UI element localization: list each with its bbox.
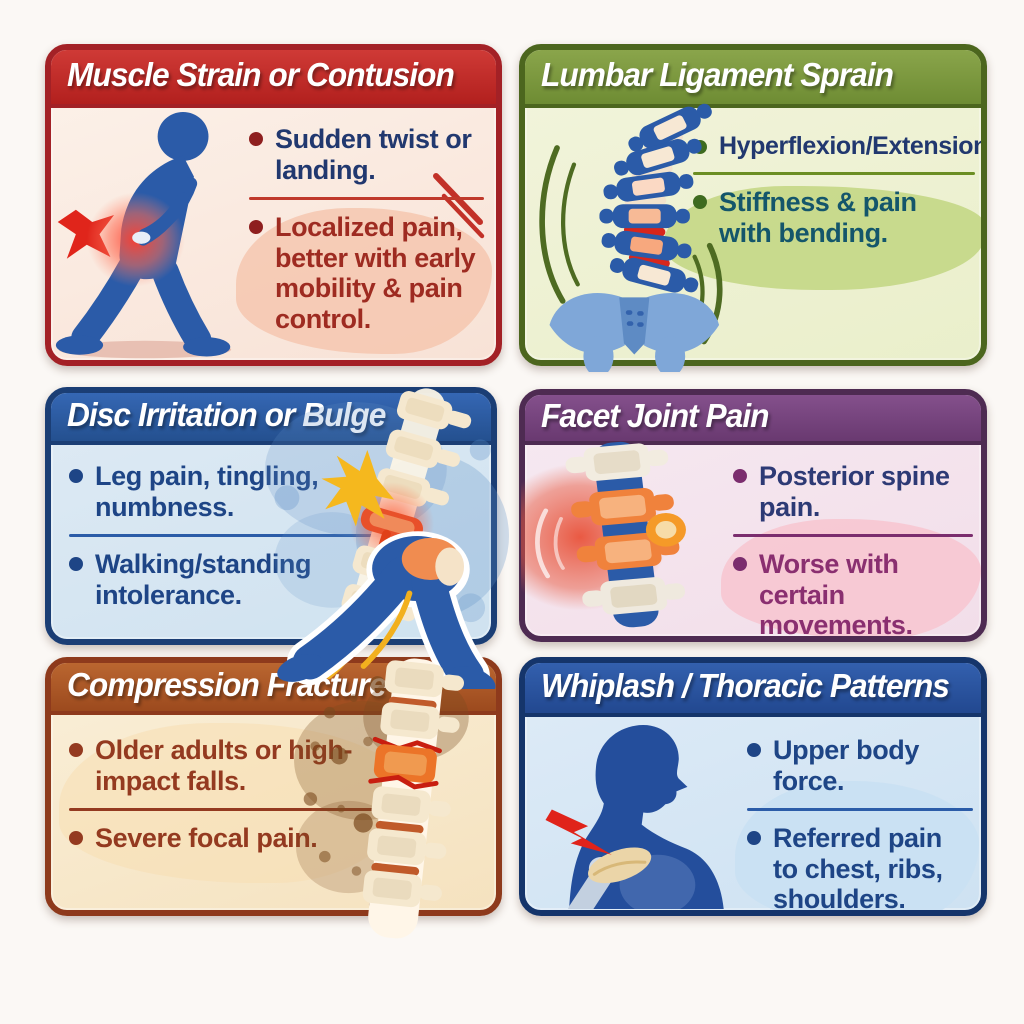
disc-bulge-illustration <box>264 388 509 689</box>
bullet-text: Referred pain to chest, ribs, shoulders. <box>773 823 943 914</box>
bullet-dot-icon <box>69 743 83 757</box>
bullet-list: Posterior spine pain. Worse with certain… <box>733 461 973 640</box>
watercolor-patch <box>59 723 407 883</box>
bullet-text: Leg pain, tingling, numbness. <box>95 461 319 522</box>
panel-title: Lumbar Ligament Sprain <box>541 56 894 93</box>
bullet-dot-icon <box>693 195 707 210</box>
divider <box>249 197 484 200</box>
panel-header: Facet Joint Pain <box>525 395 981 445</box>
divider <box>747 808 973 811</box>
watercolor-patch <box>236 208 492 354</box>
bullet-item: Severe focal pain. <box>69 823 399 854</box>
panel-lumbar-ligament-sprain: Lumbar Ligament Sprain Hyperflexion/Exte… <box>519 44 987 372</box>
bullet-text: Hyperflexion/Extension. <box>719 132 987 160</box>
bullet-dot-icon <box>69 469 83 483</box>
bullet-item: Posterior spine pain. <box>733 461 973 522</box>
bullet-text: Older adults or high-impact falls. <box>95 735 353 796</box>
panel-body: Older adults or high-impact falls. Sever… <box>51 715 496 910</box>
panel-title: Disc Irritation or Bulge <box>67 396 386 433</box>
bullet-item: Worse with certain movements. <box>733 549 973 640</box>
panel-header: Lumbar Ligament Sprain <box>525 50 981 108</box>
panel-header: Muscle Strain or Contusion <box>51 50 496 108</box>
bullet-list: Hyperflexion/Extension. Stiffness & pain… <box>693 132 981 248</box>
compression-fracture-illustration <box>294 658 469 939</box>
panel-whiplash-thoracic-patterns: Whiplash / Thoracic Patterns Upper body … <box>519 657 987 916</box>
panel-facet-joint-pain: Facet Joint Pain Posterior spine pain. W… <box>519 389 987 642</box>
panel-body: Sudden twist or landing. Localized pain,… <box>51 108 496 360</box>
bullet-text: Severe focal pain. <box>95 823 318 853</box>
bullet-list: Older adults or high-impact falls. Sever… <box>69 735 399 854</box>
whiplash-illustration <box>545 725 724 909</box>
bullet-text: Walking/standing intolerance. <box>95 549 312 610</box>
bullet-item: Referred pain to chest, ribs, shoulders. <box>747 823 973 914</box>
bullet-item: Stiffness & pain with bending. <box>693 187 975 248</box>
bullet-text: Sudden twist or landing. <box>275 124 472 185</box>
panel-disc-irritation-or-bulge: Disc Irritation or Bulge Leg pain, tingl… <box>45 387 509 689</box>
panel-title: Whiplash / Thoracic Patterns <box>541 667 950 704</box>
panel-body: Posterior spine pain. Worse with certain… <box>525 445 981 636</box>
panel-header: Whiplash / Thoracic Patterns <box>525 663 981 717</box>
bullet-item: Walking/standing intolerance. <box>69 549 399 610</box>
ligament-sprain-illustration <box>539 103 723 372</box>
bullet-text: Localized pain, better with early mobili… <box>275 212 476 334</box>
panel-title: Muscle Strain or Contusion <box>67 56 455 93</box>
panel-frame: Lumbar Ligament Sprain Hyperflexion/Exte… <box>519 44 987 366</box>
bullet-dot-icon <box>733 557 747 571</box>
divider <box>693 172 975 176</box>
divider <box>733 534 973 537</box>
bullet-list: Upper body force. Referred pain to chest… <box>747 735 973 914</box>
bullet-dot-icon <box>69 831 83 845</box>
panel-body: Leg pain, tingling, numbness. Walking/st… <box>51 445 491 639</box>
bullet-dot-icon <box>733 469 747 483</box>
bullet-text: Stiffness & pain with bending. <box>719 187 917 248</box>
bullet-list: Leg pain, tingling, numbness. Walking/st… <box>69 461 399 610</box>
watercolor-patch <box>721 519 981 636</box>
divider <box>69 534 399 537</box>
bullet-list: Sudden twist or landing. Localized pain,… <box>249 124 484 334</box>
divider <box>69 808 399 811</box>
bullet-dot-icon <box>747 743 761 757</box>
bullet-dot-icon <box>249 132 263 146</box>
panel-body: Hyperflexion/Extension. Stiffness & pain… <box>525 108 981 360</box>
bullet-text: Worse with certain movements. <box>759 549 913 640</box>
bullet-item: Hyperflexion/Extension. <box>693 132 981 160</box>
bullet-item: Upper body force. <box>747 735 973 796</box>
facet-joint-illustration <box>521 441 686 628</box>
bullet-dot-icon <box>69 557 83 571</box>
bullet-text: Upper body force. <box>773 735 920 796</box>
bullet-item: Older adults or high-impact falls. <box>69 735 399 796</box>
bullet-dot-icon <box>249 220 263 234</box>
panel-muscle-strain: Muscle Strain or Contusion Sudden twist … <box>45 44 502 366</box>
watercolor-patch <box>735 781 979 910</box>
panel-body: Upper body force. Referred pain to chest… <box>525 717 981 910</box>
panel-compression-fracture: Compression Fracture Older adults or hig… <box>45 657 502 939</box>
bullet-dot-icon <box>747 831 761 845</box>
bullet-item: Localized pain, better with early mobili… <box>249 212 484 334</box>
bullet-text: Posterior spine pain. <box>759 461 950 522</box>
muscle-strain-illustration <box>55 111 232 359</box>
panel-frame: Muscle Strain or Contusion Sudden twist … <box>45 44 502 366</box>
bullet-item: Sudden twist or landing. <box>249 124 484 185</box>
bullet-item: Leg pain, tingling, numbness. <box>69 461 399 522</box>
panel-title: Facet Joint Pain <box>541 397 770 434</box>
